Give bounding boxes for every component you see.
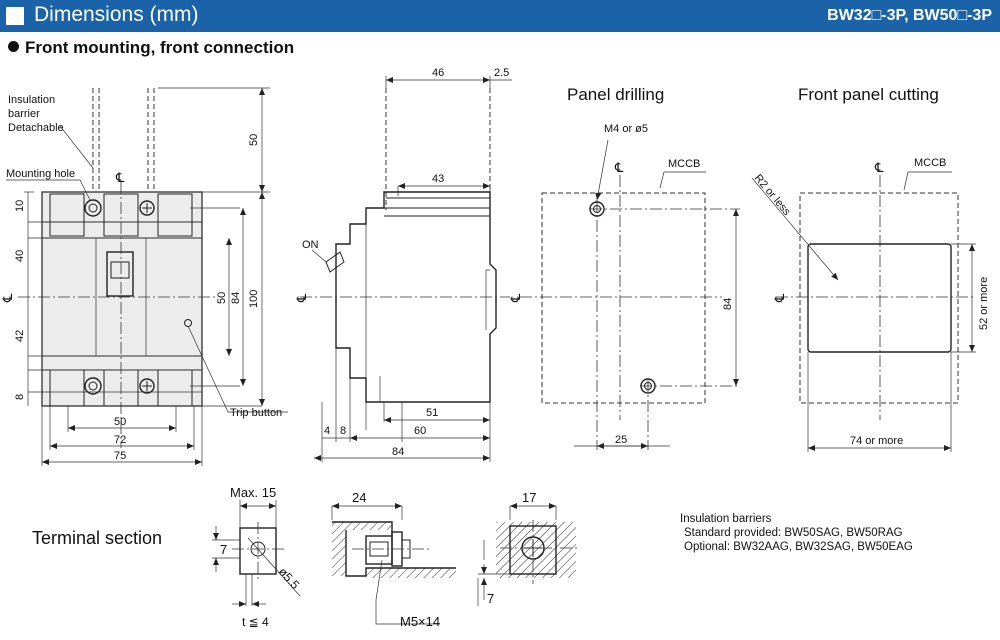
square-icon (6, 7, 24, 25)
mccb-label: MCCB (914, 157, 946, 169)
dim-50-top: 50 (248, 134, 260, 146)
mounting-hole-leader (6, 179, 91, 201)
dim-7: 7 (220, 542, 227, 557)
note-title: Insulation barriers (680, 513, 772, 525)
dim-10: 10 (14, 200, 26, 212)
centerline-symbol-left: ℄ (0, 293, 15, 303)
mounting-hole-top (84, 199, 102, 217)
dim-50-vert: 50 (216, 292, 228, 304)
trip-button-leader (187, 325, 288, 413)
page-title: Dimensions (mm) (34, 3, 199, 26)
dim-100: 100 (248, 290, 260, 308)
centerline-symbol: ℄ (294, 293, 309, 303)
side-view: 46 2.5 43 ON ℄ 51 60 4 8 84 (294, 67, 512, 462)
dim-2-5: 2.5 (494, 67, 509, 79)
section-heading-text: Front mounting, front connection (25, 38, 295, 57)
dim-4: 4 (324, 425, 330, 437)
dim-75: 75 (114, 450, 126, 462)
note-optional: Optional: BW32AAG, BW32SAG, BW50EAG (684, 541, 913, 553)
breaker-body (41, 191, 203, 407)
barrier-leader (59, 125, 94, 169)
dim-51: 51 (426, 407, 438, 419)
terminal-section-label: Terminal section (32, 528, 163, 548)
insulation-barrier-lines (92, 88, 155, 190)
dim-24: 24 (352, 490, 366, 505)
dim-8: 8 (340, 425, 346, 437)
insulation-barriers-note: Insulation barriers Standard provided: B… (680, 512, 913, 554)
dim-50-horiz: 50 (114, 416, 126, 428)
dim-72: 72 (114, 434, 126, 446)
dim-t-4: t ≦ 4 (242, 615, 269, 629)
on-label: ON (302, 239, 319, 251)
dim-60: 60 (414, 425, 426, 437)
dim-8: 8 (14, 394, 26, 400)
cutting-outline (799, 192, 959, 404)
dim-84: 84 (230, 292, 242, 304)
terminal-section: Max. 15 7 ø5.5 t ≦ 4 24 M5×14 (212, 485, 580, 629)
handle-side (325, 251, 345, 273)
mounting-hole-bottom (84, 377, 102, 395)
note-standard: Standard provided: BW50SAG, BW50RAG (684, 527, 903, 539)
dim-7b: 7 (487, 591, 494, 606)
dim-42: 42 (14, 330, 26, 342)
model-label: BW32□-3P, BW50□-3P (827, 7, 992, 24)
trip-button-label: Trip button (230, 407, 282, 419)
centerline-symbol: ℄ (115, 170, 125, 185)
centerline-symbol: ℄ (874, 160, 884, 175)
section-heading: Front mounting, front connection (8, 38, 294, 58)
barrier-label-3: Detachable (8, 122, 64, 134)
centerline-symbol: ℄ (614, 160, 624, 175)
dim-74-or-more: 74 or more (850, 435, 903, 447)
barrier-label-2: barrier (8, 108, 40, 120)
dim-17: 17 (522, 490, 536, 505)
dim-84: 84 (722, 298, 734, 310)
radius-label: R2 or less (752, 172, 793, 218)
dim-46: 46 (432, 67, 444, 79)
mounting-hole-label: Mounting hole (6, 168, 75, 180)
dim-25: 25 (615, 434, 627, 446)
panel-drilling-title: Panel drilling (567, 85, 664, 104)
cutting-title: Front panel cutting (798, 85, 939, 104)
front-view: Insulation barrier Detachable Mounting h… (0, 87, 288, 466)
dim-max-15: Max. 15 (230, 485, 276, 500)
drilling-outline (541, 192, 706, 404)
handle (106, 251, 134, 297)
front-panel-cutting: Front panel cutting 52 or more 74 or mor… (752, 85, 990, 452)
screw-size-label: M5×14 (400, 614, 440, 629)
panel-drilling: Panel drilling 84 25 M4 or ø5 MCCB ℄ ℄ (508, 85, 740, 450)
dim-52-or-more: 52 or more (978, 277, 990, 330)
hole-size-label: M4 or ø5 (604, 123, 648, 135)
centerline-symbol-left: ℄ (508, 293, 523, 303)
mccb-label: MCCB (668, 158, 700, 170)
header-banner: Dimensions (mm) BW32□-3P, BW50□-3P (0, 0, 1000, 32)
dim-43: 43 (432, 173, 444, 185)
centerline-symbol-left: ℄ (772, 293, 787, 303)
dim-5-5: ø5.5 (276, 565, 303, 592)
dim-40: 40 (14, 250, 26, 262)
barrier-label-1: Insulation (8, 94, 55, 106)
dim-84: 84 (392, 446, 404, 458)
bullet-icon (8, 41, 19, 52)
cutout (807, 243, 952, 353)
